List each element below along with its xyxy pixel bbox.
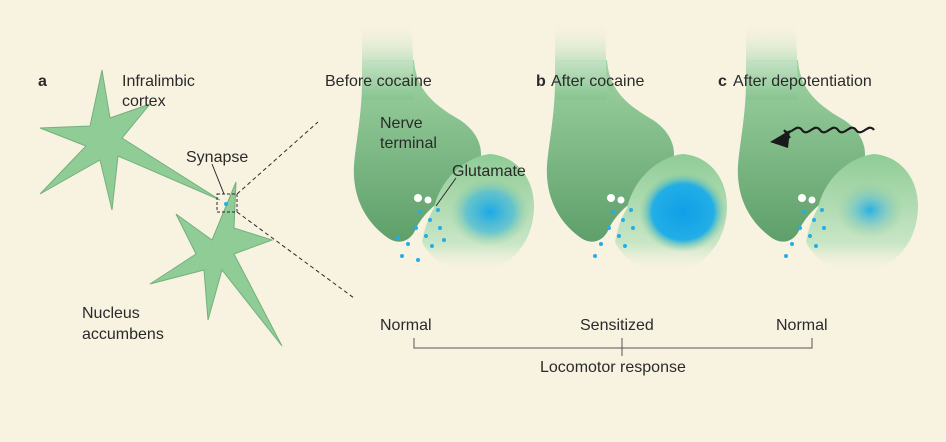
- label-infralimbic-2: cortex: [122, 93, 166, 110]
- panel-title-before: Before cocaine: [325, 73, 432, 90]
- synapse-after: [546, 20, 727, 274]
- neuron-accumbens: [149, 181, 283, 347]
- label-nucleus-1: Nucleus: [82, 305, 140, 322]
- label-nucleus-2: accumbens: [82, 326, 164, 343]
- label-synapse: Synapse: [186, 149, 248, 166]
- neuron-infralimbic: [39, 69, 221, 211]
- label-glutamate: Glutamate: [452, 163, 526, 180]
- state-depotentiation: Normal: [776, 317, 828, 334]
- panel-letter-b: b: [536, 73, 546, 90]
- synapse-box: [216, 193, 238, 213]
- label-nerve-2: terminal: [380, 135, 437, 152]
- panel-letter-a: a: [38, 73, 47, 90]
- synapse-pointer: [211, 163, 225, 195]
- synapse-depotentiation: [737, 20, 918, 274]
- panel-title-depotentiation: After depotentiation: [733, 73, 872, 90]
- state-after: Sensitized: [580, 317, 654, 334]
- locomotor-bracket: [413, 338, 813, 356]
- state-before: Normal: [380, 317, 432, 334]
- panel-letter-c: c: [718, 73, 727, 90]
- zoom-line-bottom: [236, 211, 355, 299]
- label-infralimbic-1: Infralimbic: [122, 73, 195, 90]
- bracket-label: Locomotor response: [540, 359, 686, 376]
- label-nerve-1: Nerve: [380, 115, 423, 132]
- glutamate-pointer: [435, 177, 457, 207]
- panel-title-after: After cocaine: [551, 73, 644, 90]
- synapse-before: [353, 20, 534, 274]
- stimulus-wavy-arrow-icon: [770, 126, 875, 148]
- zoom-line-top: [236, 121, 319, 195]
